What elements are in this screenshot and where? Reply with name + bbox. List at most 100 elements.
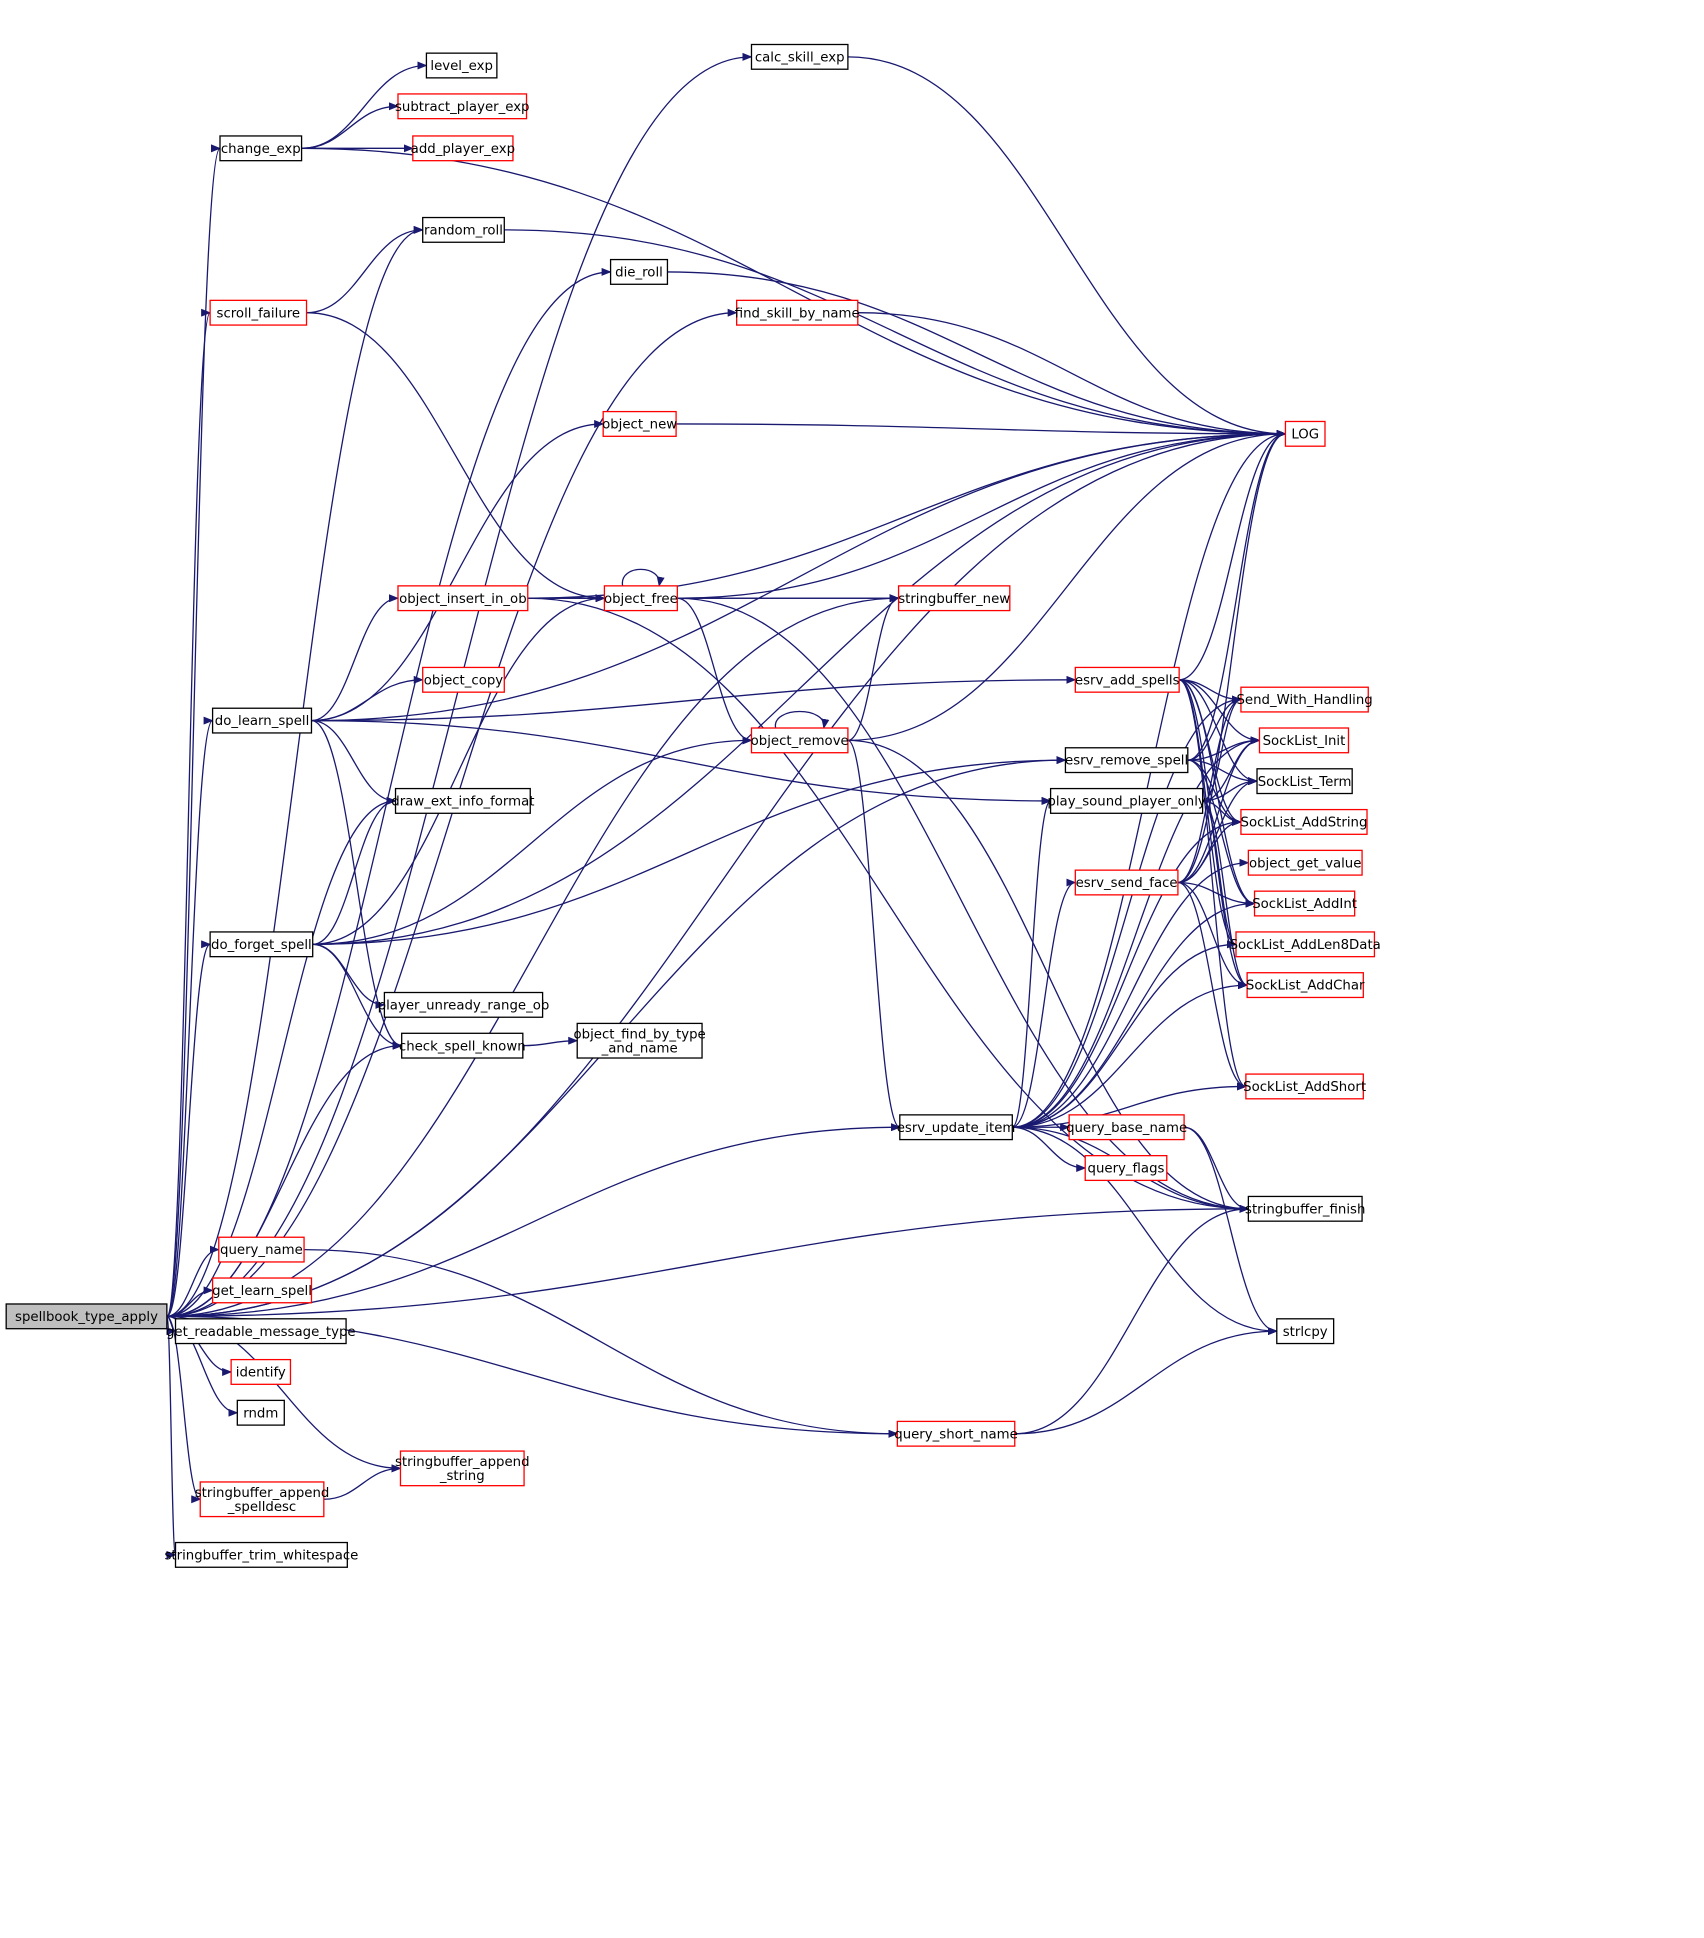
node-play_sound_player_only[interactable]: play_sound_player_only xyxy=(1047,787,1206,814)
node-box xyxy=(1240,808,1368,835)
node-random_roll[interactable]: random_roll xyxy=(422,216,505,243)
node-label: SockList_AddString xyxy=(1241,816,1368,831)
node-spellbook_type_apply[interactable]: spellbook_type_apply xyxy=(5,1303,168,1330)
node-change_exp[interactable]: change_exp xyxy=(219,135,303,162)
edge-spellbook_type_apply-to-scroll_failure xyxy=(166,309,212,1317)
node-stringbuffer_append_string[interactable]: stringbuffer_append_string xyxy=(395,1450,530,1487)
node-box xyxy=(609,258,669,285)
node-get_readable_message_type[interactable]: get_readable_message_type xyxy=(166,1318,356,1345)
edge-change_exp-to-LOG xyxy=(301,147,1287,438)
node-add_player_exp[interactable]: add_player_exp xyxy=(411,135,515,162)
node-SockList_AddString[interactable]: SockList_AddString xyxy=(1240,808,1368,835)
node-box xyxy=(425,52,498,79)
edge-spellbook_type_apply-to-die_roll xyxy=(166,267,612,1317)
node-box xyxy=(174,1318,347,1345)
node-stringbuffer_new[interactable]: stringbuffer_new xyxy=(897,585,1011,612)
node-object_remove[interactable]: object_remove xyxy=(751,727,849,754)
node-label: play_sound_player_only xyxy=(1047,795,1206,810)
node-stringbuffer_finish[interactable]: stringbuffer_finish xyxy=(1245,1195,1365,1222)
node-box xyxy=(1074,869,1179,896)
node-subtract_player_exp[interactable]: subtract_player_exp xyxy=(395,93,530,120)
node-identify[interactable]: identify xyxy=(230,1358,292,1385)
edge-object_remove-to-esrv_update_item xyxy=(847,739,901,1132)
edge-esrv_update_item-to-query_flags xyxy=(1012,1126,1087,1173)
node-calc_skill_exp[interactable]: calc_skill_exp xyxy=(750,43,849,70)
node-object_free[interactable]: object_free xyxy=(603,585,678,612)
edge-change_exp-to-subtract_player_exp xyxy=(301,102,399,149)
node-box xyxy=(1064,747,1189,774)
node-SockList_AddChar[interactable]: SockList_AddChar xyxy=(1246,972,1365,999)
node-label: add_player_exp xyxy=(411,142,515,157)
node-box xyxy=(383,991,544,1018)
node-object_new[interactable]: object_new xyxy=(602,410,677,437)
node-label: stringbuffer_append xyxy=(195,1486,330,1501)
edge-esrv_update_item-to-object_get_value xyxy=(1012,858,1250,1128)
node-box xyxy=(394,787,531,814)
node-SockList_AddInt[interactable]: SockList_AddInt xyxy=(1252,890,1357,917)
node-do_forget_spell[interactable]: do_forget_spell xyxy=(209,931,314,958)
node-check_spell_known[interactable]: check_spell_known xyxy=(399,1032,526,1059)
node-SockList_AddShort[interactable]: SockList_AddShort xyxy=(1243,1073,1366,1100)
node-LOG[interactable]: LOG xyxy=(1284,420,1326,447)
edge-spellbook_type_apply-to-check_spell_known xyxy=(166,1041,403,1317)
node-die_roll[interactable]: die_roll xyxy=(609,258,669,285)
edge-spellbook_type_apply-to-esrv_update_item xyxy=(166,1123,901,1317)
node-label: rndm xyxy=(243,1406,278,1421)
node-rndm[interactable]: rndm xyxy=(236,1399,285,1426)
node-esrv_update_item[interactable]: esrv_update_item xyxy=(897,1114,1016,1141)
node-esrv_remove_spell[interactable]: esrv_remove_spell xyxy=(1064,747,1189,774)
node-label: SockList_AddShort xyxy=(1243,1080,1366,1095)
node-esrv_add_spells[interactable]: esrv_add_spells xyxy=(1074,666,1180,693)
node-label: find_skill_by_name xyxy=(735,306,860,321)
node-label: SockList_Init xyxy=(1263,734,1346,749)
node-box xyxy=(399,1450,525,1487)
node-query_base_name[interactable]: query_base_name xyxy=(1066,1114,1187,1141)
edge-spellbook_type_apply-to-query_name xyxy=(166,1245,220,1317)
node-label: strlcpy xyxy=(1283,1325,1328,1340)
edge-do_learn_spell-to-esrv_add_spells xyxy=(311,675,1077,722)
edge-do_learn_spell-to-play_sound_player_only xyxy=(311,719,1052,805)
node-box xyxy=(5,1303,168,1330)
edge-spellbook_type_apply-to-stringbuffer_finish xyxy=(166,1204,1250,1317)
node-box xyxy=(401,1032,524,1059)
node-scroll_failure[interactable]: scroll_failure xyxy=(209,299,308,326)
node-label: spellbook_type_apply xyxy=(15,1310,158,1325)
edge-do_learn_spell-to-check_spell_known xyxy=(311,719,403,1050)
node-SockList_Term[interactable]: SockList_Term xyxy=(1256,768,1353,795)
node-SockList_Init[interactable]: SockList_Init xyxy=(1258,727,1350,754)
node-box xyxy=(236,1399,285,1426)
edge-esrv_send_face-to-Send_With_Handling xyxy=(1177,695,1242,884)
node-object_copy[interactable]: object_copy xyxy=(422,666,505,693)
node-label: object_get_value xyxy=(1249,856,1361,871)
edge-esrv_add_spells-to-SockList_Term xyxy=(1179,679,1259,786)
node-label: SockList_AddInt xyxy=(1252,897,1357,912)
node-label: object_new xyxy=(602,418,677,433)
node-player_unready_range_ob[interactable]: player_unready_range_ob xyxy=(378,991,550,1018)
node-find_skill_by_name[interactable]: find_skill_by_name xyxy=(735,299,860,326)
node-do_learn_spell[interactable]: do_learn_spell xyxy=(211,707,313,734)
node-draw_ext_info_format[interactable]: draw_ext_info_format xyxy=(391,787,534,814)
node-label: SockList_Term xyxy=(1258,775,1352,790)
node-stringbuffer_append_spelldesc[interactable]: stringbuffer_append_spelldesc xyxy=(195,1481,330,1518)
node-get_learn_spell[interactable]: get_learn_spell xyxy=(211,1277,313,1304)
node-query_short_name[interactable]: query_short_name xyxy=(894,1420,1018,1447)
node-object_find_by_type_and_name[interactable]: object_find_by_type_and_name xyxy=(574,1022,706,1059)
edge-do_forget_spell-to-draw_ext_info_format xyxy=(312,796,397,945)
node-query_name[interactable]: query_name xyxy=(218,1236,305,1263)
node-object_insert_in_ob[interactable]: object_insert_in_ob xyxy=(397,585,529,612)
node-label: SockList_AddLen8Data xyxy=(1230,938,1381,953)
edge-esrv_add_spells-to-SockList_AddLen8Data xyxy=(1178,679,1237,949)
node-SockList_AddLen8Data[interactable]: SockList_AddLen8Data xyxy=(1230,931,1381,958)
node-Send_With_Handling[interactable]: Send_With_Handling xyxy=(1236,686,1373,713)
node-object_get_value[interactable]: object_get_value xyxy=(1247,849,1363,876)
node-box xyxy=(1276,1318,1335,1345)
node-strlcpy[interactable]: strlcpy xyxy=(1276,1318,1335,1345)
node-level_exp[interactable]: level_exp xyxy=(425,52,498,79)
node-box xyxy=(397,93,528,120)
node-stringbuffer_trim_whitespace[interactable]: stringbuffer_trim_whitespace xyxy=(164,1541,358,1568)
node-esrv_send_face[interactable]: esrv_send_face xyxy=(1074,869,1179,896)
node-label: level_exp xyxy=(430,59,493,74)
node-label: player_unready_range_ob xyxy=(378,998,550,1013)
edge-scroll_failure-to-random_roll xyxy=(306,225,424,314)
node-query_flags[interactable]: query_flags xyxy=(1084,1155,1168,1182)
